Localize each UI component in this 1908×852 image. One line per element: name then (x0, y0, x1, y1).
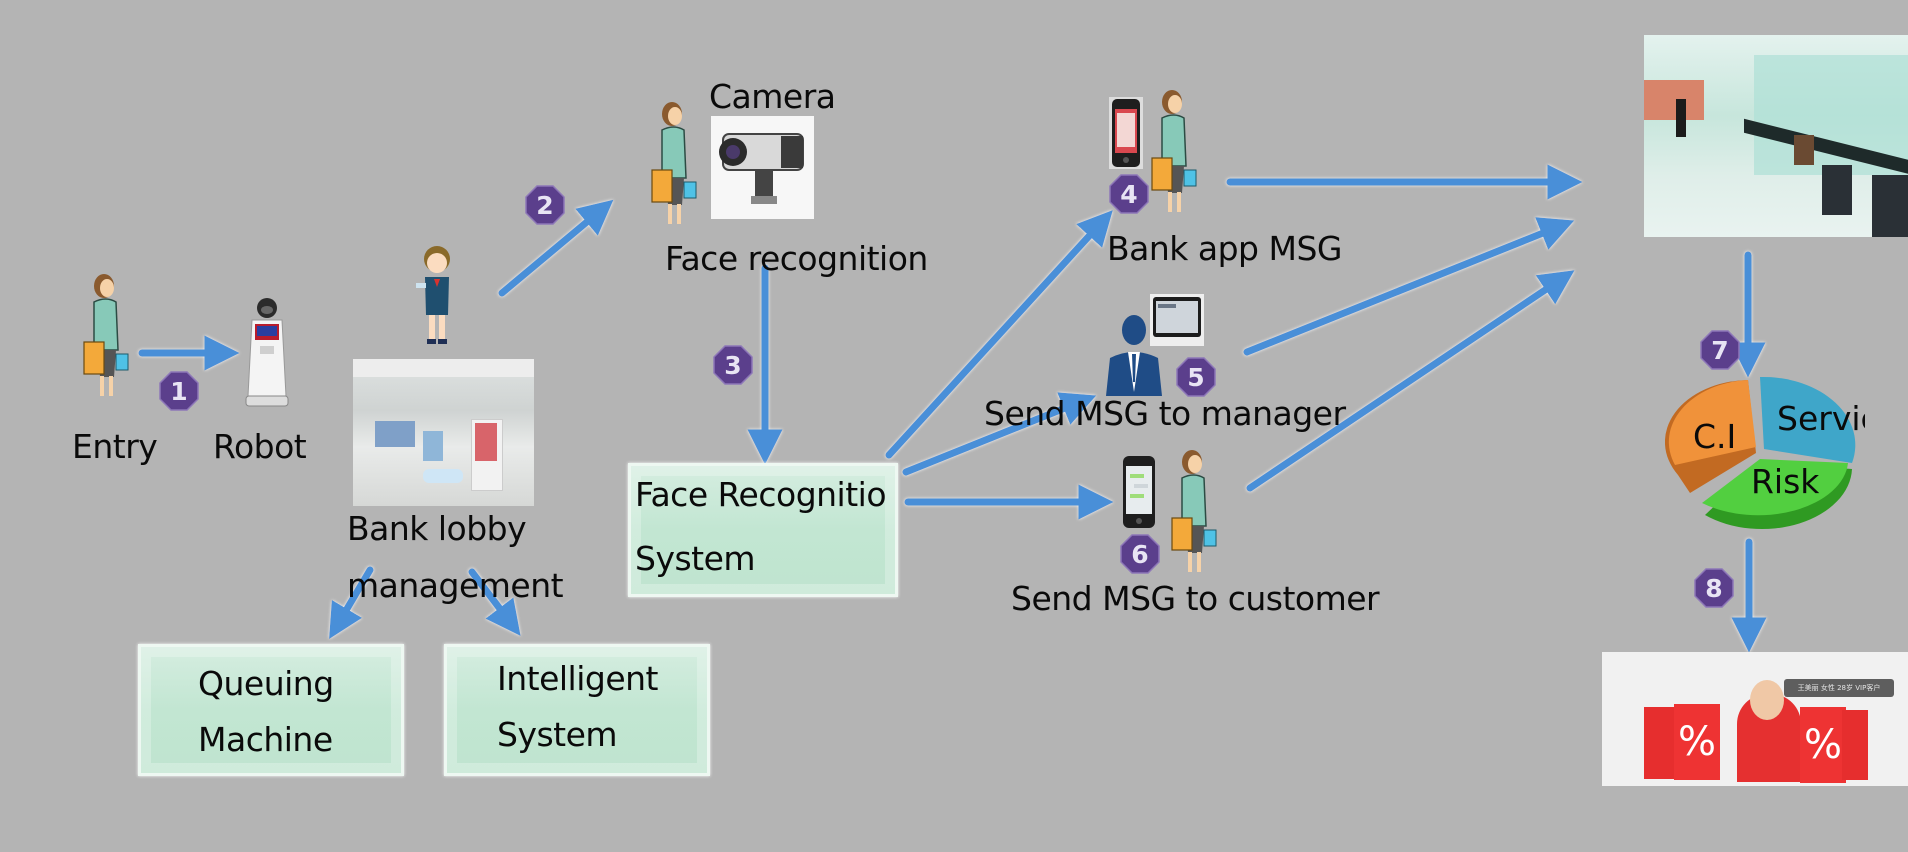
arrow-lobby-to-camera (498, 199, 614, 297)
smartphone-icon (1109, 97, 1143, 169)
queuing-machine-box[interactable]: Queuing Machine (138, 644, 404, 776)
queuing-line2: Machine (198, 720, 333, 759)
robot-label: Robot (213, 427, 307, 466)
intelligent-line1: Intelligent (497, 659, 659, 698)
bank-lobby-photo (353, 359, 534, 506)
intelligent-system-box[interactable]: Intelligent System (444, 644, 710, 776)
bank-app-msg-label: Bank app MSG (1107, 229, 1342, 268)
arrow-manager-to-hall (1243, 217, 1575, 356)
promotion-photo: % % 王美丽 女性 28岁 VIP客户 (1602, 652, 1908, 786)
customer-woman-icon (1151, 90, 1197, 212)
send-msg-manager-label: Send MSG to manager (984, 394, 1346, 433)
ci-service-risk-pie-icon: C.I Service Risk (1665, 376, 1865, 530)
pie-label-risk: Risk (1751, 462, 1820, 501)
pie-label-service: Service (1777, 399, 1865, 438)
frs-line2: System (635, 539, 756, 578)
intelligent-line2: System (497, 715, 618, 754)
promotion-caption: 王美丽 女性 28岁 VIP客户 (1784, 679, 1894, 697)
customer-woman-icon (1171, 450, 1217, 572)
arrow-lobby-to-intelligent (468, 568, 521, 636)
arrow-customer-to-hall (1246, 270, 1575, 492)
face-recognition-system-box[interactable]: Face Recognitio System (628, 463, 898, 597)
manager-icon (1106, 294, 1204, 396)
service-robot-icon (245, 298, 289, 407)
arrow-frs-to-manager (902, 392, 1097, 476)
send-msg-customer-label: Send MSG to customer (1011, 579, 1380, 618)
bank-hall-photo (1644, 35, 1908, 237)
camera-icon (711, 116, 814, 219)
customer-woman-icon (651, 102, 697, 224)
lobby-label-line1: Bank lobby (347, 509, 527, 548)
pie-label-ci: C.I (1693, 417, 1736, 456)
face-recognition-label: Face recognition (665, 239, 928, 278)
lobby-label-line2: management (347, 566, 564, 605)
customer-woman-icon (83, 274, 129, 396)
arrow-frs-to-bank-app (885, 210, 1113, 459)
arrow-lobby-to-queuing (329, 566, 374, 640)
camera-label: Camera (709, 77, 836, 116)
bank-teller-icon (416, 246, 450, 344)
entry-label: Entry (72, 427, 158, 466)
smartphone-icon (1123, 456, 1155, 528)
frs-line1: Face Recognitio (635, 475, 887, 514)
queuing-line1: Queuing (198, 664, 334, 703)
